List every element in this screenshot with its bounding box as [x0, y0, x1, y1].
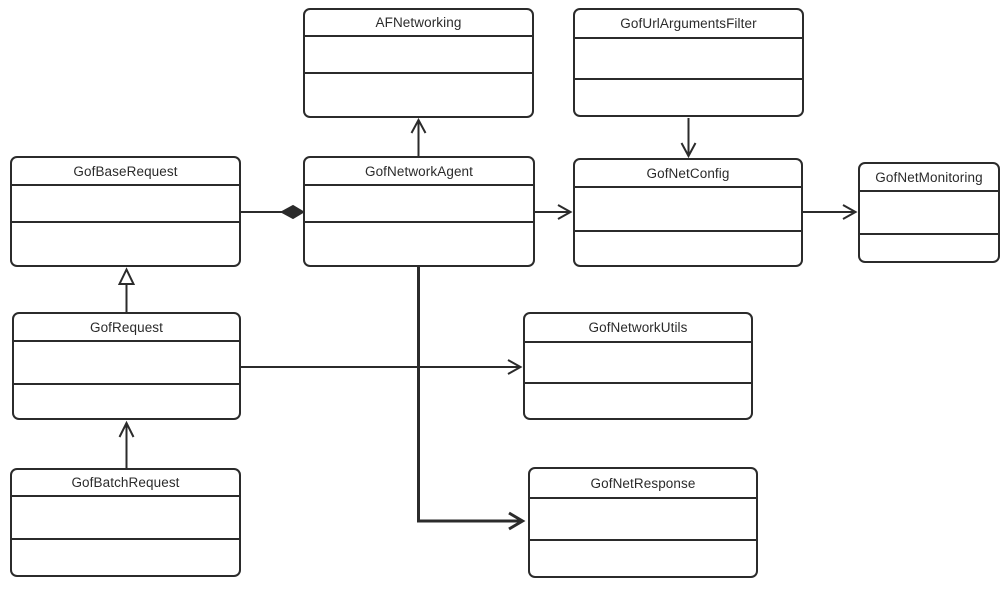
edge-gofbatchrequest-gofrequest — [118, 420, 135, 468]
edge-gofurlargumentsfilter-gofnetconfig — [680, 118, 697, 159]
class-title: GofBatchRequest — [12, 470, 239, 497]
methods-compartment — [12, 540, 239, 575]
class-box-afnetworking[interactable]: AFNetworking — [303, 8, 534, 118]
class-title: GofNetworkUtils — [525, 314, 751, 343]
attributes-compartment — [530, 499, 756, 541]
methods-compartment — [12, 223, 239, 265]
class-box-gofnetconfig[interactable]: GofNetConfig — [573, 158, 803, 267]
methods-compartment — [530, 541, 756, 576]
attributes-compartment — [305, 186, 533, 223]
class-title: GofUrlArgumentsFilter — [575, 10, 802, 39]
class-title: GofNetResponse — [530, 469, 756, 499]
edge-gofnetworkagent-gofnetresponse — [417, 267, 526, 531]
class-box-gofbatchrequest[interactable]: GofBatchRequest — [10, 468, 241, 577]
class-box-gofnetmonitoring[interactable]: GofNetMonitoring — [858, 162, 1000, 263]
methods-compartment — [305, 74, 532, 116]
class-box-gofbaserequest[interactable]: GofBaseRequest — [10, 156, 241, 267]
attributes-compartment — [575, 39, 802, 80]
class-box-gofnetworkutils[interactable]: GofNetworkUtils — [523, 312, 753, 420]
methods-compartment — [14, 385, 239, 418]
class-title: GofBaseRequest — [12, 158, 239, 186]
attributes-compartment — [575, 188, 801, 232]
edge-gofnetconfig-gofnetmonitoring — [803, 204, 858, 220]
class-title: AFNetworking — [305, 10, 532, 37]
methods-compartment — [575, 232, 801, 265]
edge-gofnetworkagent-afnetworking — [410, 117, 427, 157]
edge-gofbaserequest-gofnetworkagent — [241, 204, 305, 220]
attributes-compartment — [12, 186, 239, 223]
edge-gofnetworkagent-gofnetconfig — [535, 204, 573, 220]
class-title: GofNetMonitoring — [860, 164, 998, 192]
methods-compartment — [575, 80, 802, 115]
class-title: GofNetworkAgent — [305, 158, 533, 186]
attributes-compartment — [860, 192, 998, 235]
attributes-compartment — [14, 342, 239, 385]
attributes-compartment — [525, 343, 751, 384]
class-title: GofRequest — [14, 314, 239, 342]
methods-compartment — [305, 223, 533, 265]
methods-compartment — [860, 235, 998, 261]
attributes-compartment — [12, 497, 239, 540]
methods-compartment — [525, 384, 751, 418]
attributes-compartment — [305, 37, 532, 74]
class-box-gofrequest[interactable]: GofRequest — [12, 312, 241, 420]
class-box-gofnetworkagent[interactable]: GofNetworkAgent — [303, 156, 535, 267]
class-title: GofNetConfig — [575, 160, 801, 188]
class-box-gofnetresponse[interactable]: GofNetResponse — [528, 467, 758, 578]
class-box-gofurlargumentsfilter[interactable]: GofUrlArgumentsFilter — [573, 8, 804, 117]
edge-gofrequest-gofbaserequest — [117, 267, 136, 312]
edge-gofrequest-gofnetworkutils — [241, 359, 523, 375]
